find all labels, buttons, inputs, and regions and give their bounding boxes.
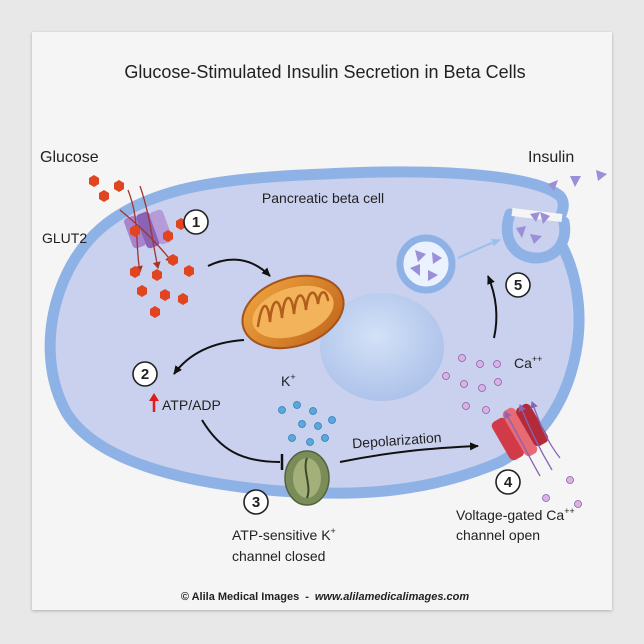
insulin-label: Insulin bbox=[528, 149, 574, 166]
glucose-molecule bbox=[130, 266, 140, 278]
nucleus bbox=[320, 293, 444, 401]
glucose-molecule bbox=[99, 190, 109, 202]
glucose-label: Glucose bbox=[40, 149, 99, 166]
glucose-molecule bbox=[130, 225, 140, 237]
glucose-molecule bbox=[152, 269, 162, 281]
calcium-ion bbox=[566, 476, 574, 484]
poster: Glucose-Stimulated Insulin Secretion in … bbox=[32, 32, 612, 610]
insulin-molecule bbox=[415, 250, 426, 262]
glucose-molecule bbox=[163, 230, 173, 242]
credit-line: © Alila Medical Images-www.alilamedicali… bbox=[181, 591, 470, 603]
ca-ion-label: Ca++ bbox=[514, 354, 542, 371]
potassium-ion bbox=[328, 416, 336, 424]
svg-text:3: 3 bbox=[252, 494, 260, 511]
depolarization-label: Depolarization bbox=[352, 429, 442, 451]
potassium-ion bbox=[278, 406, 286, 414]
atp-inhibits-katp-line bbox=[201, 419, 281, 463]
potassium-ions bbox=[278, 401, 336, 446]
potassium-ion bbox=[306, 438, 314, 446]
glucose-molecule bbox=[150, 306, 160, 318]
svg-text:1: 1 bbox=[192, 214, 200, 231]
step-4-marker: 4 bbox=[495, 469, 521, 495]
released-insulin bbox=[516, 170, 607, 244]
calcium-ion bbox=[478, 384, 486, 392]
potassium-ion bbox=[288, 434, 296, 442]
calcium-ion bbox=[476, 360, 484, 368]
mitochondrion-to-atp-arrow bbox=[173, 339, 245, 375]
atp-adp-label: ATP/ADP bbox=[162, 397, 221, 413]
glucose-molecule bbox=[160, 289, 170, 301]
ca-to-exocytosis-arrow bbox=[487, 275, 498, 339]
insulin-molecule bbox=[596, 170, 607, 181]
calcium-ion bbox=[462, 402, 470, 410]
step-1-marker: 1 bbox=[183, 209, 209, 235]
step-2-marker: 2 bbox=[132, 361, 158, 387]
k-ion-label: K+ bbox=[281, 372, 296, 389]
diagram-title: Glucose-Stimulated Insulin Secretion in … bbox=[124, 62, 525, 82]
calcium-ion bbox=[458, 354, 466, 362]
potassium-ion bbox=[314, 422, 322, 430]
vgcc-label-line2: channel open bbox=[456, 527, 540, 543]
calcium-ion bbox=[442, 372, 450, 380]
granule-to-membrane-arrow bbox=[457, 238, 501, 259]
svg-text:2: 2 bbox=[141, 366, 149, 383]
potassium-ion bbox=[309, 407, 317, 415]
katp-channel bbox=[284, 450, 330, 506]
potassium-ion bbox=[321, 434, 329, 442]
depolarization-arrow bbox=[339, 442, 479, 463]
insulin-molecule bbox=[540, 212, 550, 224]
vgcc-label-line1: Voltage-gated Ca++ bbox=[456, 506, 575, 523]
insulin-molecule bbox=[530, 234, 542, 244]
diagram: Glucose-Stimulated Insulin Secretion in … bbox=[40, 62, 607, 603]
ca-entry-arrow bbox=[518, 404, 553, 471]
insulin-granule bbox=[396, 234, 456, 294]
calcium-ions bbox=[442, 354, 582, 508]
glucose-to-mitochondrion-arrow bbox=[207, 258, 271, 277]
katp-label-line1: ATP-sensitive K+ bbox=[232, 526, 336, 543]
step-3-marker: 3 bbox=[243, 489, 269, 515]
insulin-molecule bbox=[428, 270, 438, 281]
calcium-ion bbox=[574, 500, 582, 508]
calcium-ion bbox=[493, 360, 501, 368]
glucose-molecule bbox=[137, 285, 147, 297]
potassium-ion bbox=[293, 401, 301, 409]
cell-label: Pancreatic beta cell bbox=[262, 190, 384, 206]
step-5-marker: 5 bbox=[505, 272, 531, 298]
ca-entry-arrow bbox=[504, 411, 541, 477]
insulin-molecule bbox=[570, 176, 581, 187]
calcium-ion bbox=[482, 406, 490, 414]
insulin-molecule bbox=[548, 180, 558, 191]
katp-label-line2: channel closed bbox=[232, 548, 325, 564]
glucose-entry-arrow bbox=[119, 209, 173, 263]
glucose-molecule bbox=[114, 180, 124, 192]
insulin-molecule bbox=[432, 252, 442, 264]
glut2-label: GLUT2 bbox=[42, 230, 87, 246]
glucose-entry-arrow bbox=[139, 185, 161, 269]
insulin-molecule bbox=[516, 226, 526, 238]
svg-text:4: 4 bbox=[504, 474, 513, 491]
ca-entry-arrow bbox=[530, 401, 561, 459]
calcium-ion bbox=[460, 380, 468, 388]
svg-text:5: 5 bbox=[514, 277, 522, 294]
insulin-molecule bbox=[410, 264, 420, 276]
glucose-molecule bbox=[89, 175, 99, 187]
mitochondrion bbox=[241, 274, 345, 350]
potassium-ion bbox=[298, 420, 306, 428]
glucose-molecules bbox=[89, 175, 194, 318]
calcium-ion bbox=[494, 378, 502, 386]
atp-increase-arrow-icon bbox=[149, 393, 159, 412]
calcium-ion bbox=[542, 494, 550, 502]
glucose-molecule bbox=[168, 254, 178, 266]
glucose-molecule bbox=[184, 265, 194, 277]
insulin-molecule bbox=[530, 212, 540, 222]
glucose-molecule bbox=[178, 293, 188, 305]
